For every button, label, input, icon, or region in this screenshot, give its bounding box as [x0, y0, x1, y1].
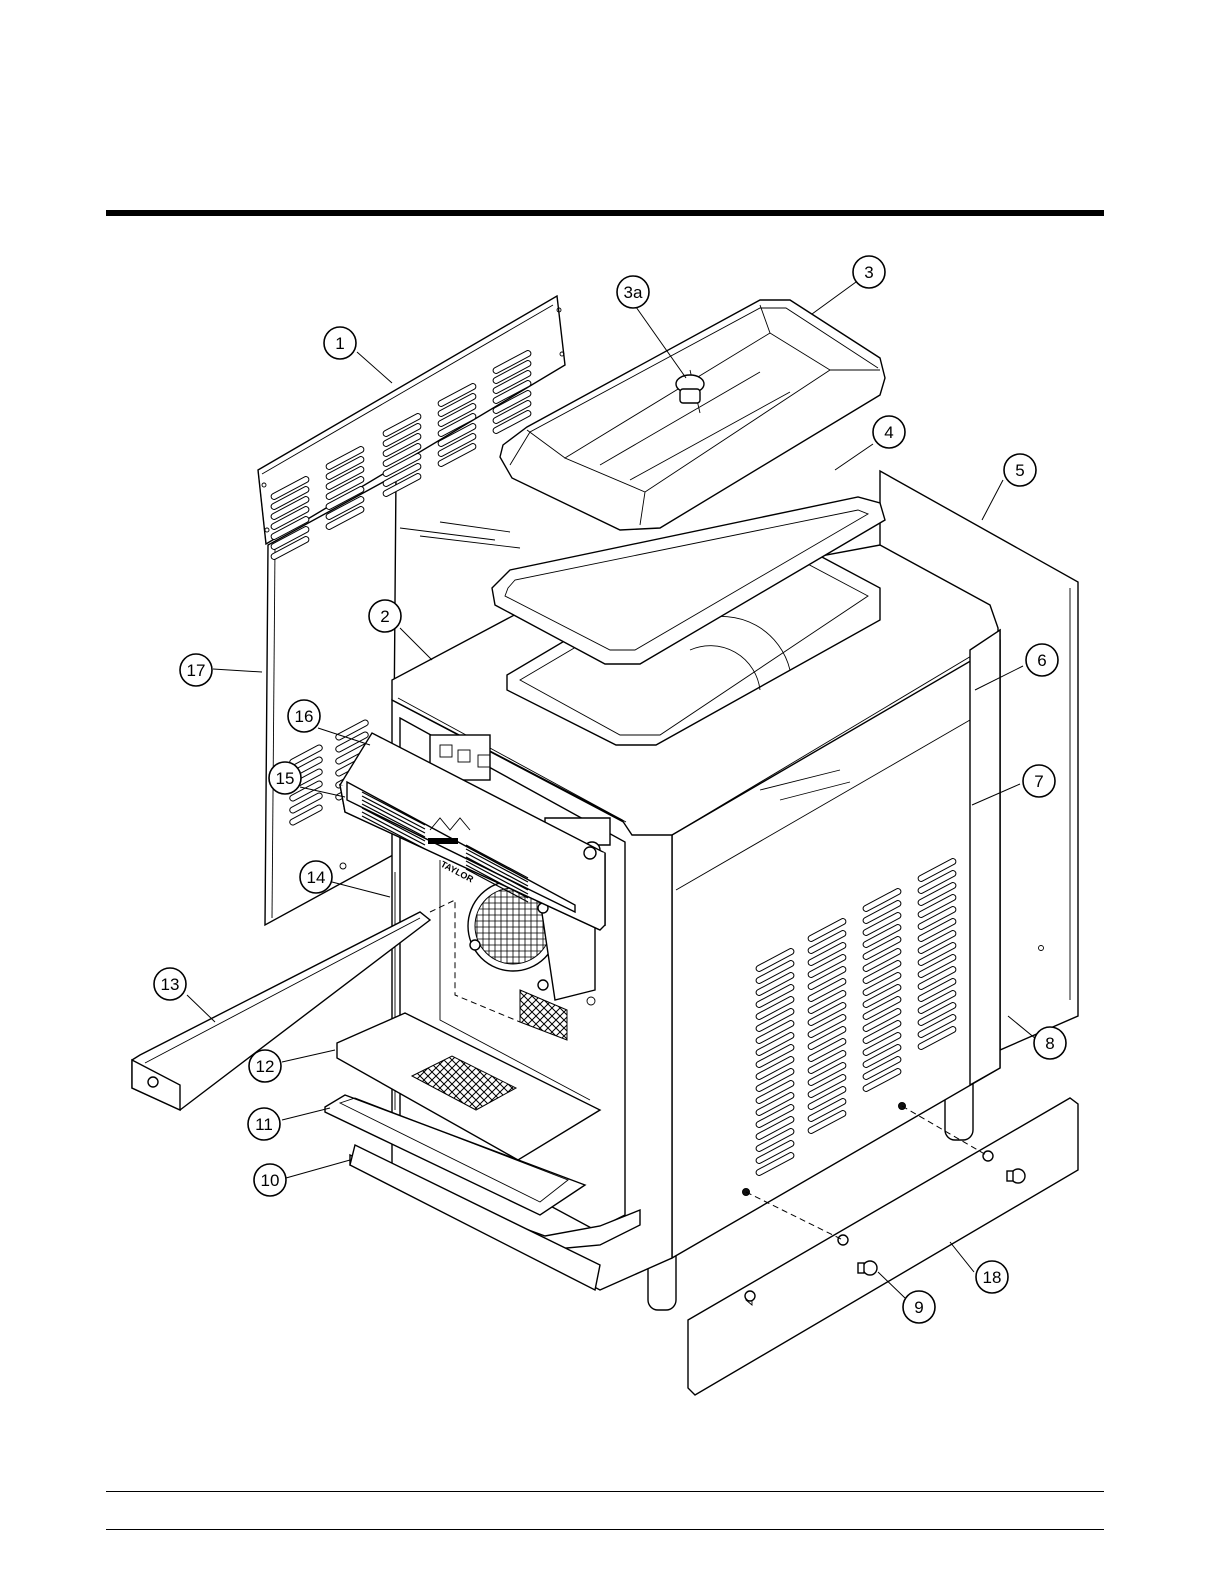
callout-11: 11: [248, 1108, 280, 1140]
callout-6: 6: [1026, 644, 1058, 676]
callout-label: 4: [884, 423, 893, 442]
callout-1: 1: [324, 327, 356, 359]
callout-label: 5: [1015, 461, 1024, 480]
callout-label: 17: [187, 661, 206, 680]
callout-label: 12: [256, 1057, 275, 1076]
callout-label: 7: [1034, 772, 1043, 791]
callout-label: 6: [1037, 651, 1046, 670]
callout-8: 8: [1034, 1027, 1066, 1059]
callout-label: 2: [380, 607, 389, 626]
callout-16: 16: [288, 700, 320, 732]
callout-label: 18: [983, 1268, 1002, 1287]
callout-label: 15: [276, 769, 295, 788]
callout-5: 5: [1004, 454, 1036, 486]
callout-13: 13: [154, 968, 186, 1000]
rear-louver-panel: [258, 296, 565, 561]
callout-9: 9: [903, 1291, 935, 1323]
callout-14: 14: [300, 861, 332, 893]
callout-17: 17: [180, 654, 212, 686]
callout-7: 7: [1023, 765, 1055, 797]
callout-label: 13: [161, 975, 180, 994]
callout-4: 4: [873, 416, 905, 448]
callout-label: 10: [261, 1171, 280, 1190]
callout-2: 2: [369, 600, 401, 632]
callout-label: 9: [914, 1298, 923, 1317]
callout-label: 11: [255, 1115, 273, 1134]
callout-label: 1: [335, 334, 344, 353]
callout-15: 15: [269, 762, 301, 794]
callout-10: 10: [254, 1164, 286, 1196]
callout-label: 14: [307, 868, 326, 887]
callout-18: 18: [976, 1261, 1008, 1293]
callout-3a: 3a: [617, 276, 649, 308]
callout-3: 3: [853, 256, 885, 288]
callout-12: 12: [249, 1050, 281, 1082]
callout-label: 3: [864, 263, 873, 282]
cabinet-body: [350, 540, 1000, 1310]
callout-label: 8: [1045, 1034, 1054, 1053]
callout-label: 16: [295, 707, 314, 726]
callout-label: 3a: [624, 283, 643, 302]
